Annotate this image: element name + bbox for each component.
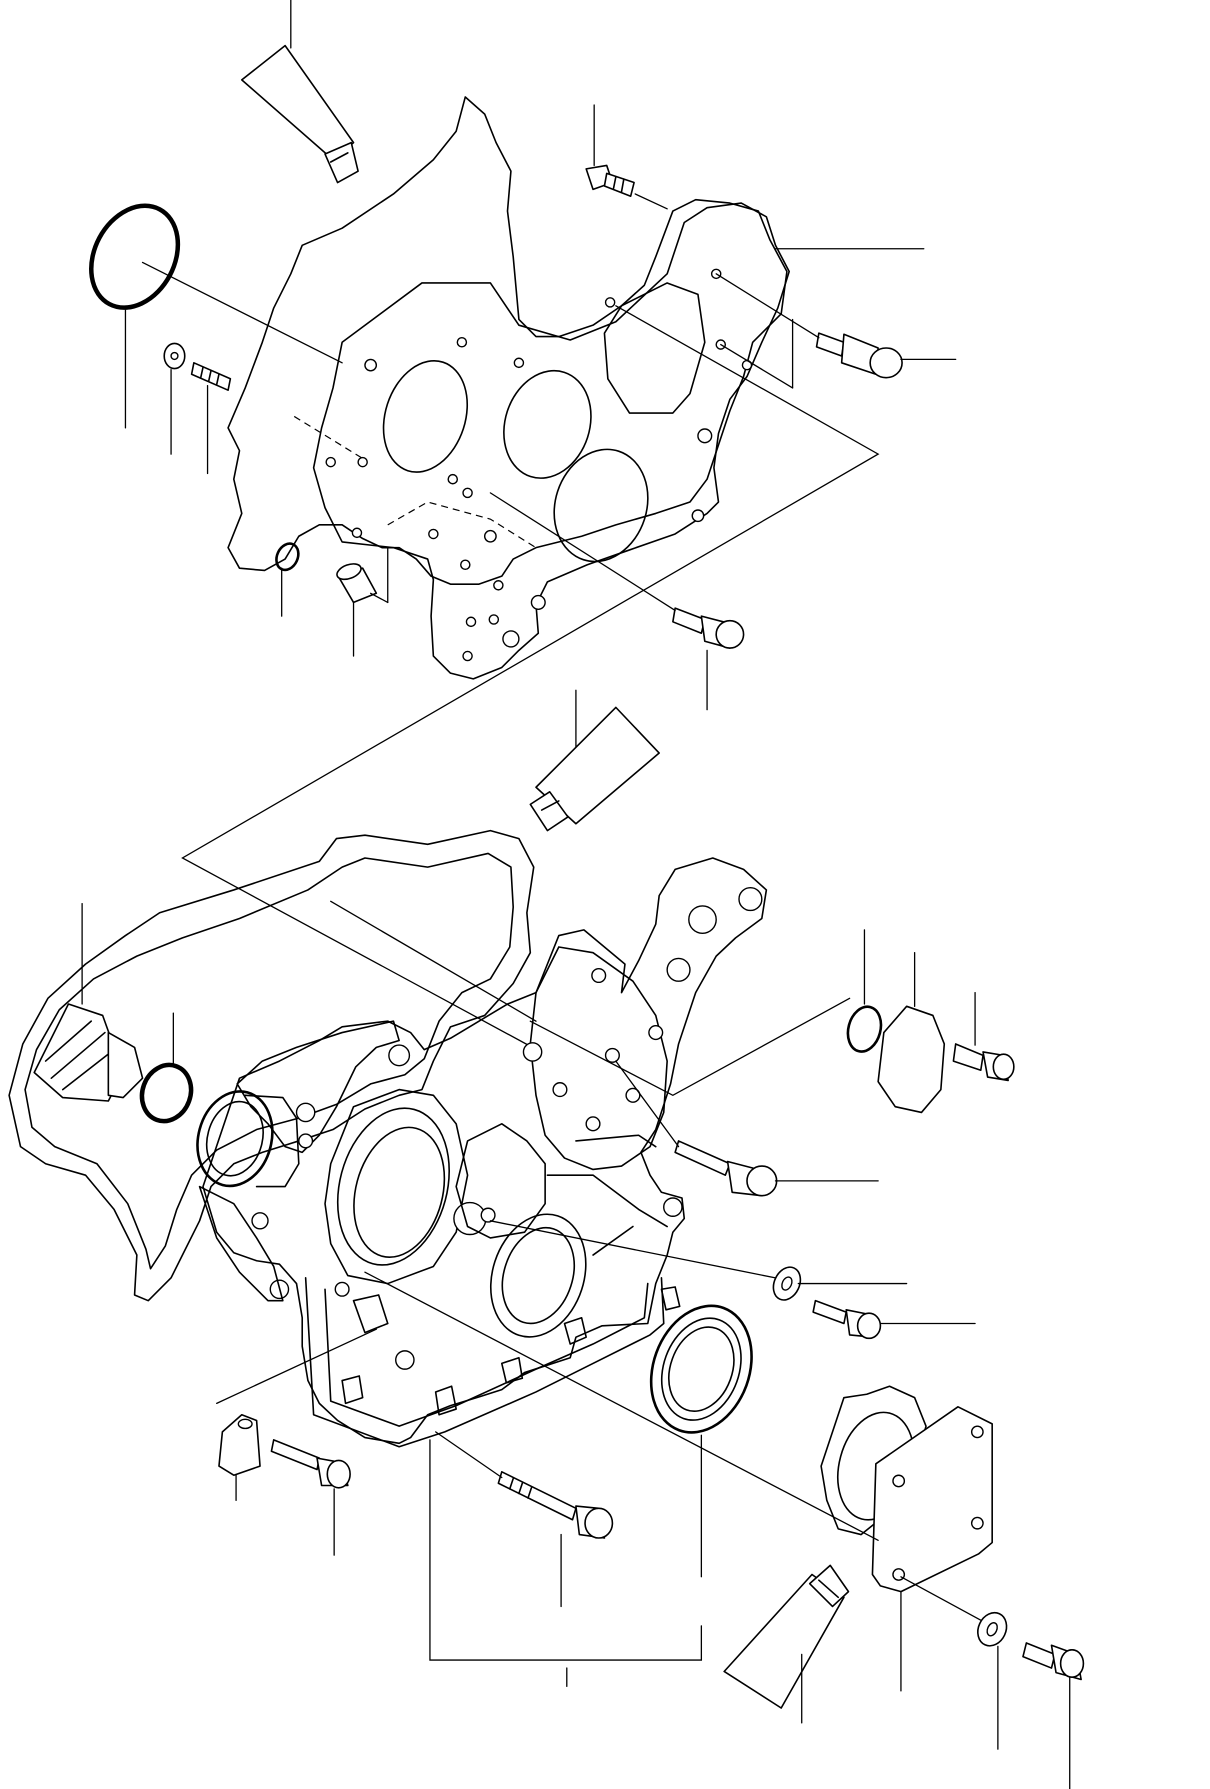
o-ring-cap xyxy=(134,1058,199,1128)
oil-seal xyxy=(634,1292,768,1577)
rear-cover-plate xyxy=(821,1386,992,1691)
threaded-port xyxy=(187,1083,299,1194)
o-ring-large xyxy=(74,191,195,323)
main-bore xyxy=(321,1090,468,1284)
bolt-right-upper xyxy=(716,274,955,388)
bolt-bottom-center xyxy=(436,1432,613,1607)
liquid-gasket-outline-upper xyxy=(228,97,787,584)
gasket-bolt-holes xyxy=(326,269,751,660)
side-cover-plate xyxy=(530,930,1014,1113)
upper-gasket-assembly xyxy=(74,0,956,1046)
clamp-bracket xyxy=(217,1329,377,1555)
sealant-tube-top xyxy=(242,0,358,183)
sealant-tube-bottom xyxy=(724,1565,848,1722)
lower-case-assembly xyxy=(9,831,1083,1789)
washer-and-bolt-lower xyxy=(901,1577,1083,1789)
bolt-center-lower xyxy=(490,493,743,710)
bolt-top xyxy=(586,105,667,209)
timing-gear-case-gasket xyxy=(314,203,790,679)
nut-and-stud xyxy=(164,343,230,473)
sealant-tube-middle xyxy=(530,690,659,830)
bolt-long-center xyxy=(616,1061,878,1196)
dowel-pin xyxy=(335,548,388,656)
washer-and-bolt xyxy=(490,1221,975,1339)
oil-filler-cap xyxy=(34,904,142,1101)
